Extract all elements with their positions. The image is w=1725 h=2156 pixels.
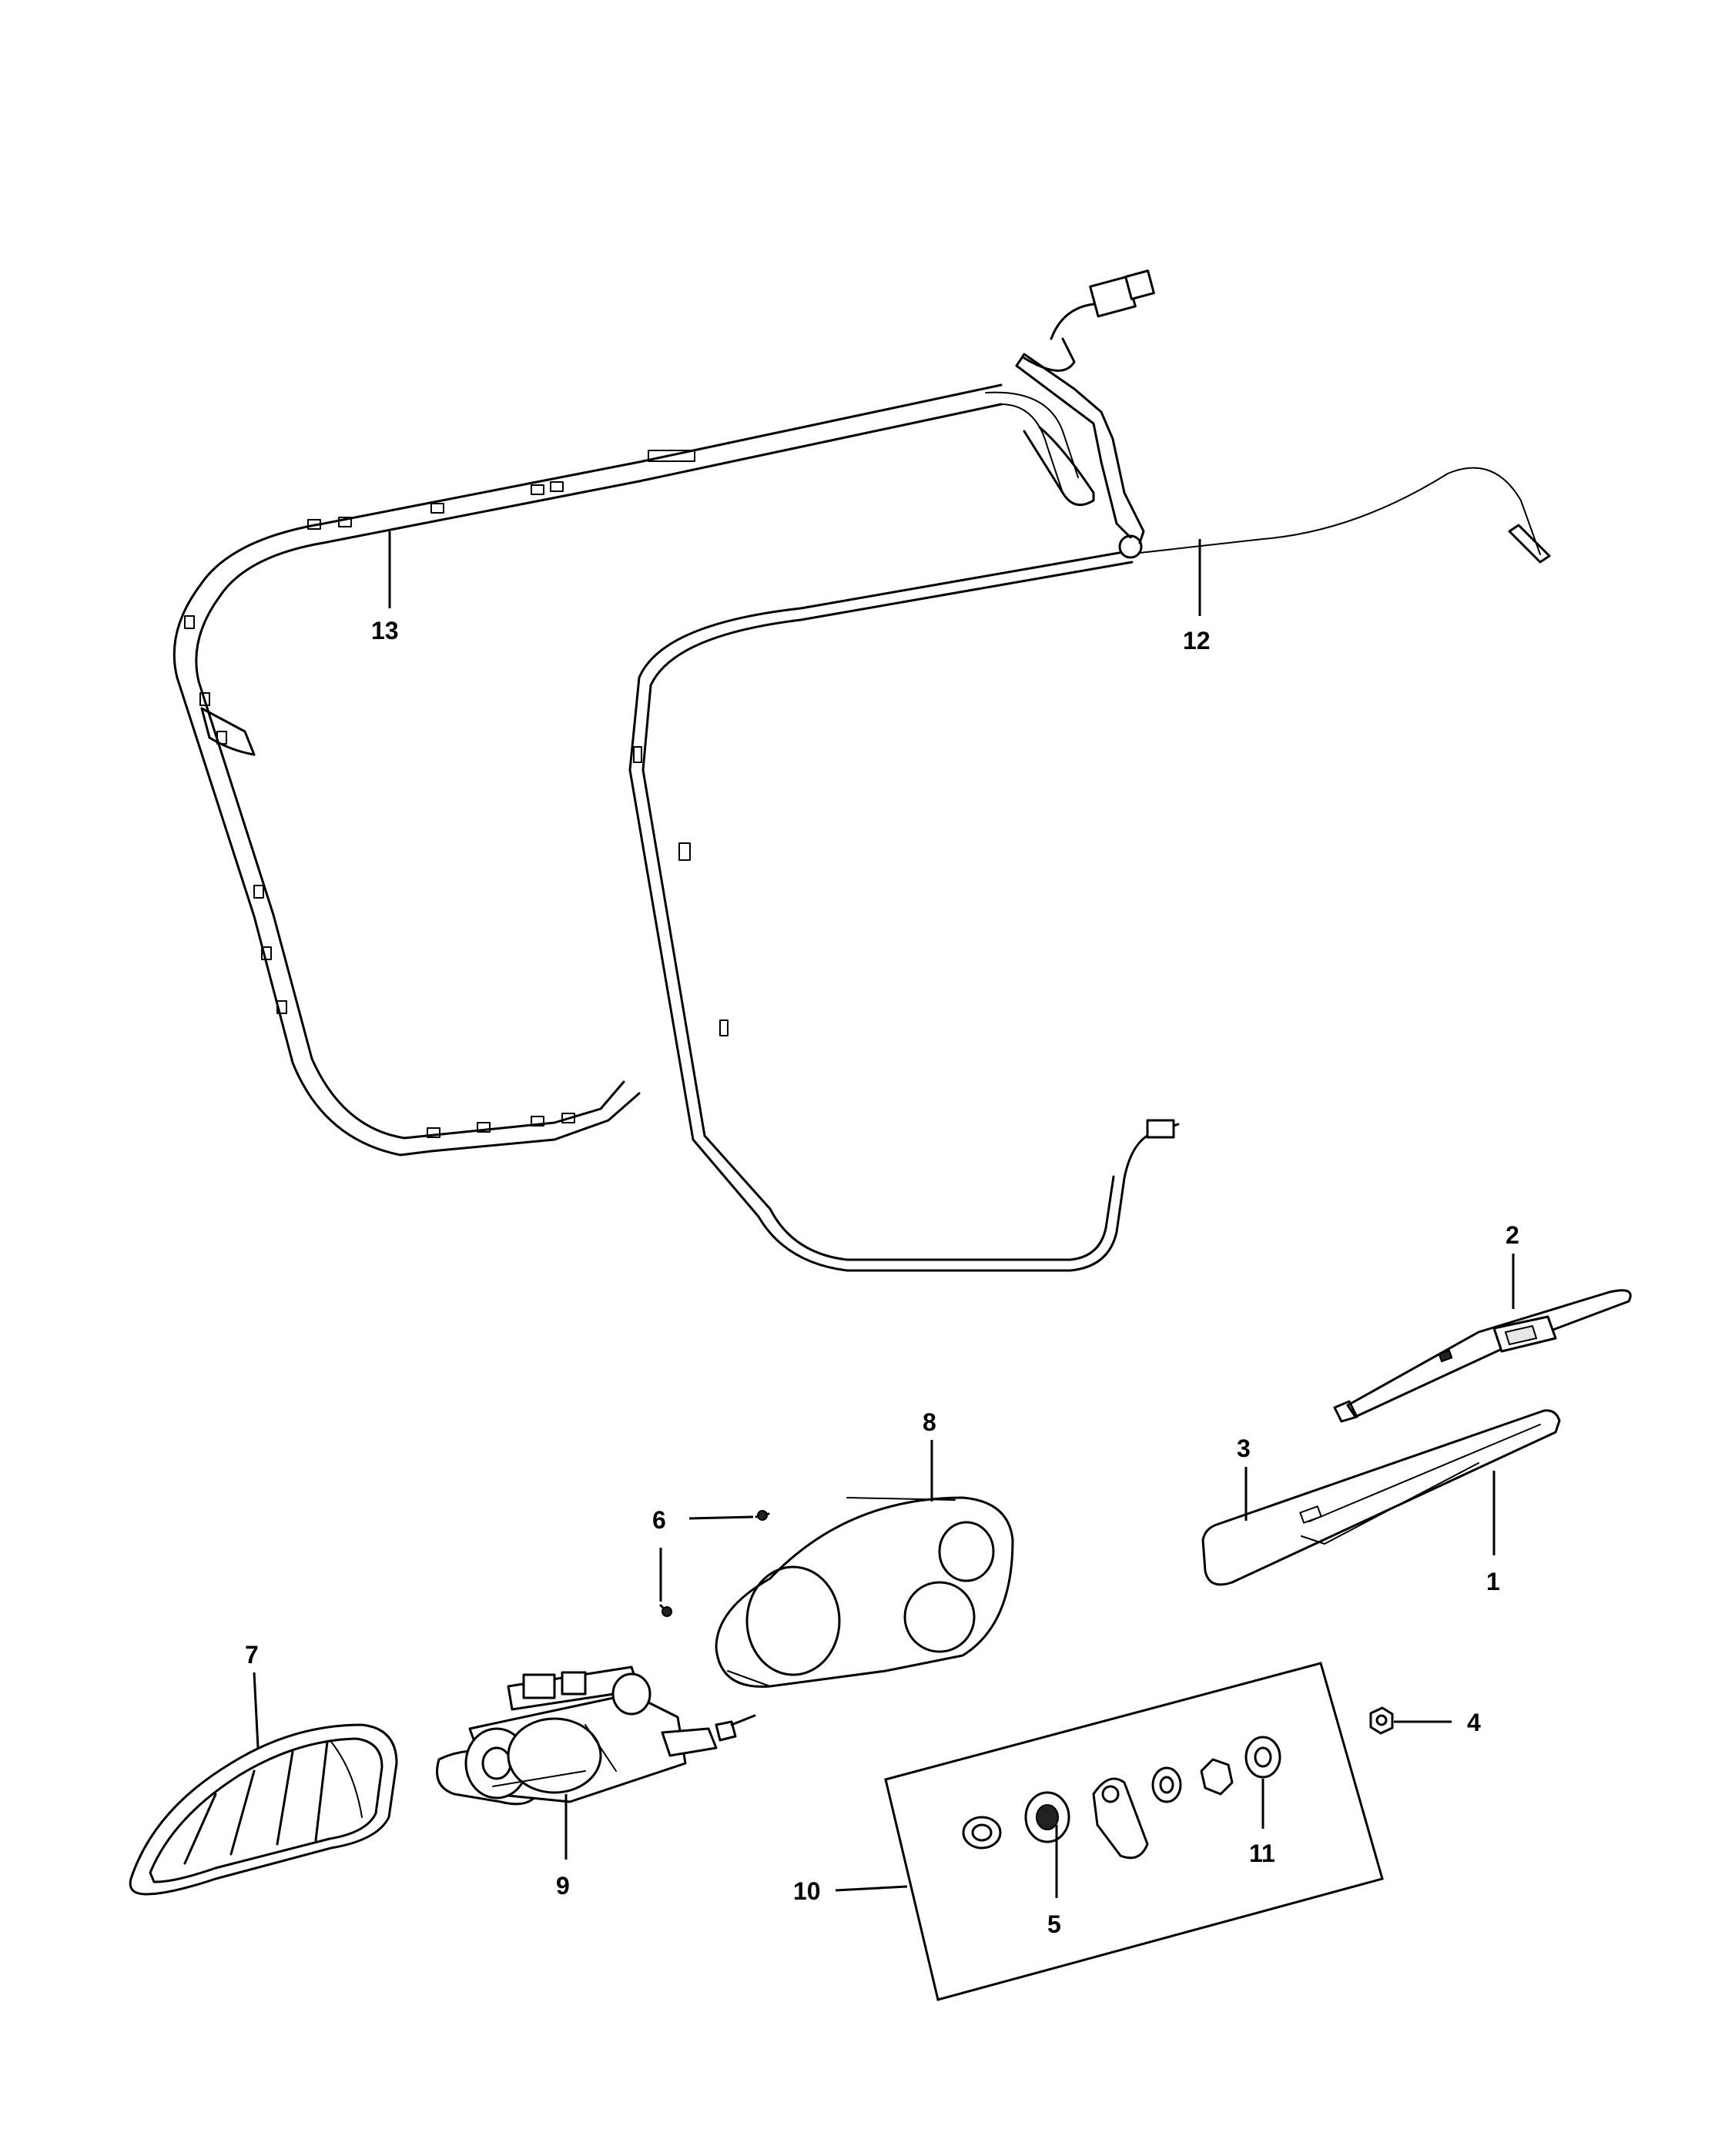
- callout-7: 7: [245, 1641, 259, 1669]
- callout-1: 1: [1486, 1568, 1500, 1595]
- callout-2: 2: [1506, 1221, 1519, 1249]
- part-13-outer-seal-frame: [172, 383, 1095, 1157]
- callout-5: 5: [1047, 1910, 1061, 1938]
- part-9-wiper-motor: [436, 1666, 756, 1806]
- part-7-lamp-lens: [129, 1723, 398, 1896]
- part-4-nut: [1369, 1706, 1394, 1735]
- part-1-3-wiper-arm: [1201, 1409, 1561, 1586]
- callout-13: 13: [371, 617, 399, 644]
- leader-10: [835, 1885, 908, 1892]
- callout-labels: 13 12 2 3 1 8 6 4 7 9 10 5 11: [245, 617, 1519, 1938]
- part-2-wiper-blade: [1333, 1289, 1632, 1423]
- callout-10: 10: [793, 1877, 821, 1905]
- callout-6: 6: [652, 1506, 666, 1534]
- part-6-screws: [659, 1510, 770, 1617]
- part-12-wiring-harness: [628, 270, 1551, 1272]
- callout-4: 4: [1467, 1709, 1481, 1736]
- callout-8: 8: [923, 1408, 936, 1436]
- callout-11: 11: [1249, 1840, 1275, 1867]
- part-8-motor-cover: [715, 1496, 1014, 1688]
- callout-12: 12: [1183, 627, 1211, 654]
- callout-9: 9: [556, 1872, 570, 1900]
- callout-3: 3: [1237, 1435, 1251, 1462]
- leader-lines: [253, 531, 1515, 1898]
- leader-6a: [688, 1515, 754, 1520]
- part-10-grommet-kit: [884, 1662, 1384, 2001]
- leader-7: [253, 1672, 260, 1749]
